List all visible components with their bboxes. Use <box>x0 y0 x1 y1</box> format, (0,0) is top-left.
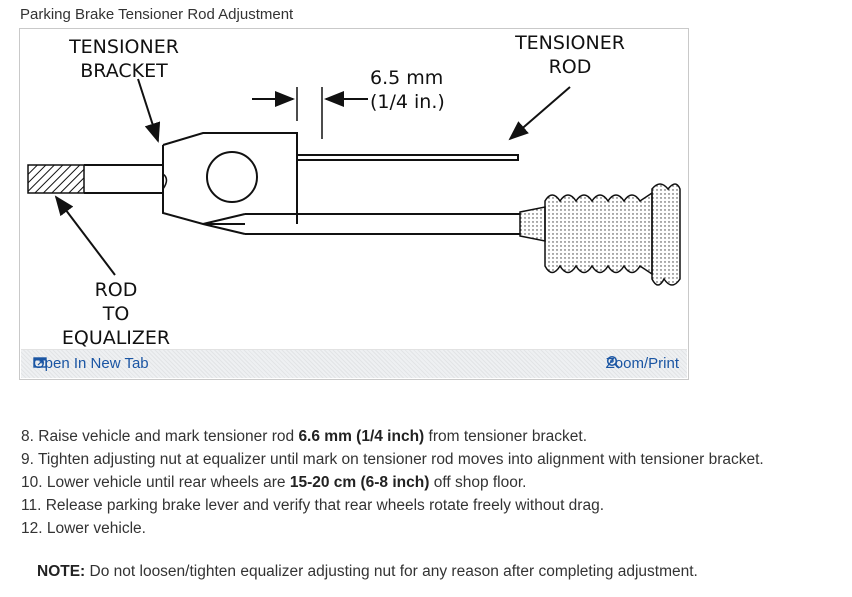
step-text: Tighten adjusting nut at equalizer until… <box>37 451 764 468</box>
step-emphasis: 6.6 mm (1/4 inch) <box>298 428 425 445</box>
step-number: 12. <box>21 520 43 537</box>
label-rod-to-equalizer-line1: ROD <box>95 279 138 301</box>
bracket-leader-arrow <box>137 78 161 143</box>
step-text: Lower vehicle until rear wheels are <box>46 474 290 491</box>
equalizer-rod-shape <box>27 164 163 194</box>
step-text: Release parking brake lever and verify t… <box>45 497 605 514</box>
label-rod-to-equalizer-line2: TO <box>102 303 130 325</box>
tensioner-boot-shape <box>519 183 681 286</box>
procedure-step: 8. Raise vehicle and mark tensioner rod … <box>21 425 764 448</box>
step-text: Lower vehicle. <box>46 520 146 537</box>
magnifier-plus-icon <box>606 355 620 369</box>
step-number: 9. <box>21 451 34 468</box>
step-text: from tensioner bracket. <box>424 428 588 445</box>
open-in-new-tab-link[interactable]: Open In New Tab <box>33 355 149 372</box>
procedure-steps: 8. Raise vehicle and mark tensioner rod … <box>21 425 764 540</box>
tensioner-diagram: TENSIONER BRACKET TENSIONER ROD 6.5 mm (… <box>27 32 681 349</box>
zoom-print-label: Zoom/Print <box>605 355 679 372</box>
procedure-step: 10. Lower vehicle until rear wheels are … <box>21 471 764 494</box>
figure-frame: TENSIONER BRACKET TENSIONER ROD 6.5 mm (… <box>19 28 689 380</box>
step-text: off shop floor. <box>429 474 527 491</box>
note-text: Do not loosen/tighten equalizer adjustin… <box>85 563 698 580</box>
open-in-new-tab-icon <box>33 357 47 368</box>
label-rod-to-equalizer-line3: EQUALIZER <box>62 327 170 349</box>
step-emphasis: 15-20 cm (6-8 inch) <box>289 474 430 491</box>
procedure-step: 12. Lower vehicle. <box>21 517 764 540</box>
step-number: 11. <box>21 497 42 514</box>
figure-toolbar: Open In New Tab Zoom/Print <box>21 349 687 378</box>
rod-leader-arrow <box>508 86 571 141</box>
label-dimension-mm: 6.5 mm <box>370 67 443 89</box>
step-number: 8. <box>21 428 34 445</box>
tensioner-bracket-shape <box>162 132 520 235</box>
dimension-marker <box>252 87 368 139</box>
open-in-new-tab-label: Open In New Tab <box>33 355 149 372</box>
label-tensioner-rod-line1: TENSIONER <box>514 32 625 54</box>
equalizer-leader-arrow <box>54 195 116 276</box>
label-tensioner-bracket-line2: BRACKET <box>80 60 168 82</box>
step-number: 10. <box>21 474 43 491</box>
procedure-step: 11. Release parking brake lever and veri… <box>21 494 764 517</box>
procedure-step: 9. Tighten adjusting nut at equalizer un… <box>21 448 764 471</box>
zoom-print-link[interactable]: Zoom/Print <box>606 355 679 372</box>
label-dimension-inch: (1/4 in.) <box>370 91 445 113</box>
figure-caption: Parking Brake Tensioner Rod Adjustment <box>20 6 294 23</box>
label-tensioner-bracket-line1: TENSIONER <box>68 36 179 58</box>
note: NOTE: Do not loosen/tighten equalizer ad… <box>37 563 698 581</box>
step-text: Raise vehicle and mark tensioner rod <box>38 428 299 445</box>
note-label: NOTE: <box>37 563 86 580</box>
label-tensioner-rod-line2: ROD <box>549 56 592 78</box>
